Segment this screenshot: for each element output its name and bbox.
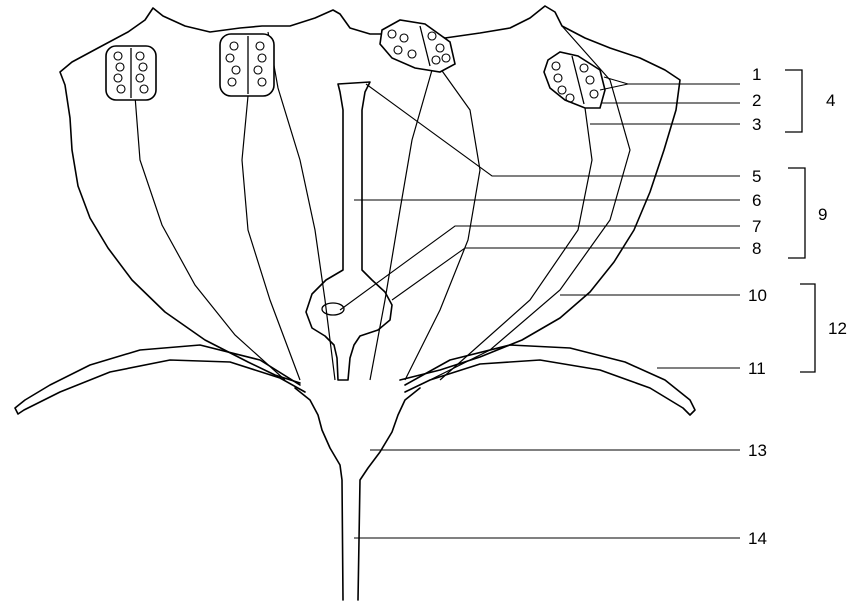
- anther-1: [106, 46, 156, 100]
- label-13: 13: [748, 441, 767, 460]
- label-6: 6: [752, 191, 761, 210]
- sepal-right: [405, 345, 695, 415]
- label-14: 14: [748, 529, 767, 548]
- label-10: 10: [748, 286, 767, 305]
- petal-line-3: [268, 32, 335, 380]
- label-1: 1: [752, 65, 761, 84]
- bracket-4: [785, 70, 802, 132]
- label-2: 2: [752, 91, 761, 110]
- leader-8: [392, 248, 740, 300]
- pistil-outline: [306, 82, 392, 380]
- petal-line-7: [370, 70, 432, 380]
- label-12: 12: [828, 319, 847, 338]
- label-11: 11: [748, 359, 766, 378]
- bracket-12: [800, 284, 815, 372]
- label-9: 9: [818, 205, 827, 224]
- sepal-left: [15, 345, 305, 414]
- bracket-9: [788, 168, 805, 258]
- anther-4: [544, 52, 605, 108]
- stalk-outline: [358, 388, 420, 600]
- label-5: 5: [752, 167, 761, 186]
- leader-5: [366, 84, 740, 176]
- petal-line-5: [440, 108, 592, 380]
- label-8: 8: [752, 239, 761, 258]
- petal-line-4: [405, 68, 480, 380]
- receptacle-outline: [295, 388, 343, 600]
- label-3: 3: [752, 115, 761, 134]
- leader-7: [340, 226, 740, 310]
- label-4: 4: [826, 91, 835, 110]
- leader-1: [604, 77, 740, 84]
- petal-line-1: [135, 96, 285, 380]
- petal-line-2: [242, 96, 300, 380]
- anther-2: [220, 34, 274, 96]
- anther-3: [380, 20, 455, 72]
- label-7: 7: [752, 217, 761, 236]
